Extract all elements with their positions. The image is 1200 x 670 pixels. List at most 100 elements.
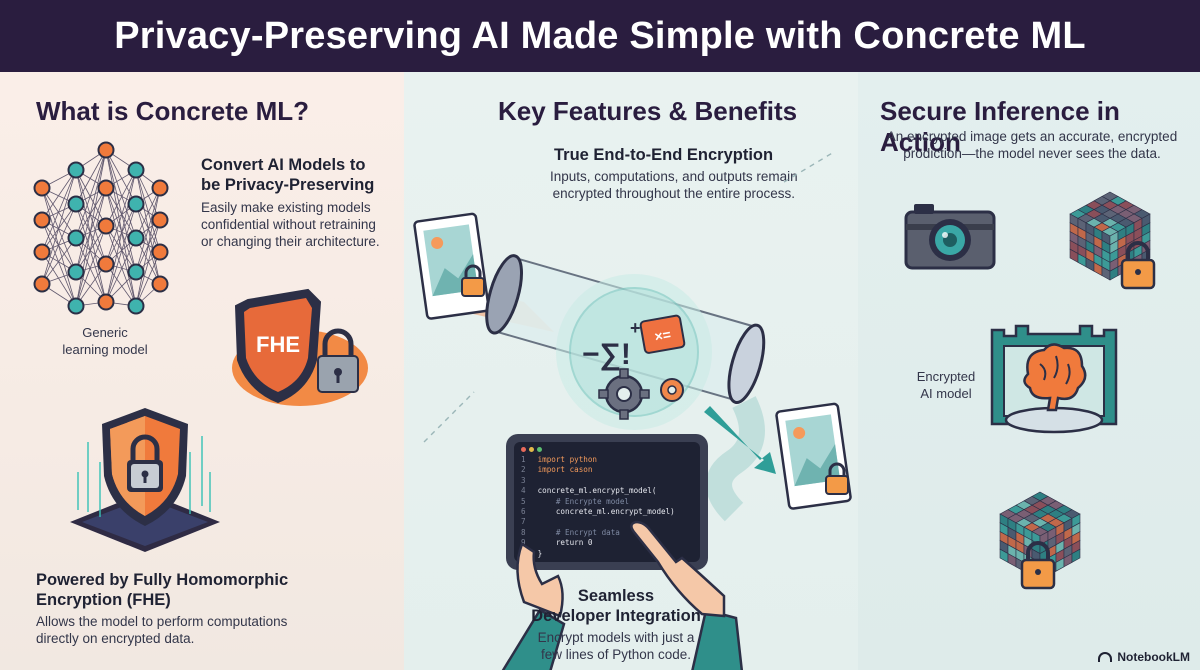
nn-connection <box>41 251 77 307</box>
window-dots <box>521 447 693 452</box>
nn-node <box>97 255 115 273</box>
nn-connection <box>75 149 107 239</box>
nn-connection <box>105 225 137 307</box>
hands-illustration <box>501 520 744 670</box>
panel-secure-inference: Secure Inference in Action An encrypted … <box>858 72 1200 670</box>
nn-connection <box>135 251 161 307</box>
nn-connection <box>41 169 77 253</box>
nn-connection <box>41 203 77 285</box>
nn-connection <box>105 149 137 307</box>
powered-body: Allows the model to perform computations… <box>36 614 288 646</box>
nn-connection <box>105 263 137 307</box>
nn-node <box>127 195 145 213</box>
nn-connection <box>135 187 161 273</box>
nn-node <box>151 243 169 261</box>
nn-connection <box>105 225 137 273</box>
nn-connection <box>105 203 137 265</box>
convert-heading: Convert AI Models to be Privacy-Preservi… <box>201 156 375 194</box>
nn-connection <box>75 187 107 307</box>
code-line: 2 import cason <box>521 465 693 475</box>
svg-text:+: + <box>630 318 641 338</box>
nn-node <box>67 161 85 179</box>
nn-connection <box>105 169 137 265</box>
code-line-number: 5 <box>521 496 526 506</box>
nn-node <box>97 179 115 197</box>
code-line: 4 concrete_ml.encrypt_model( <box>521 486 693 496</box>
e2e-heading: True End-to-End Encryption <box>554 146 774 164</box>
nn-node <box>151 275 169 293</box>
glowing-shield-icon <box>70 408 220 552</box>
nn-connection <box>105 169 137 303</box>
nn-connection <box>105 203 137 303</box>
nn-connection <box>135 237 161 285</box>
nn-connection <box>105 149 137 239</box>
panel-key-features: Key Features & Benefits True End-to-End … <box>404 72 858 670</box>
nn-connection <box>41 187 77 273</box>
nn-node <box>127 161 145 179</box>
code-line: 7 <box>521 517 693 527</box>
encryption-pipeline-illustration: −∑! + ×= <box>413 151 852 522</box>
nn-node <box>97 293 115 311</box>
nn-node <box>151 211 169 229</box>
code-line: 5 # Encrypte model <box>521 497 693 507</box>
model-caption: Generic learning model <box>62 325 148 357</box>
code-line: 6 concrete_ml.encrypt_model) <box>521 507 693 517</box>
nn-connection <box>75 169 107 303</box>
code-line-number: 1 <box>521 455 526 464</box>
encrypted-model-caption: Encrypted AI model <box>916 369 976 401</box>
code-line: 3 <box>521 476 693 486</box>
header-banner: Privacy-Preserving AI Made Simple with C… <box>0 0 1200 72</box>
powered-heading: Powered by Fully Homomorphic Encryption … <box>36 571 289 609</box>
nn-connection <box>75 225 107 307</box>
code-line-text: # Encrypte model <box>533 496 630 506</box>
code-line-number: 7 <box>521 517 526 527</box>
nn-connection <box>75 169 107 265</box>
nn-connection <box>41 169 77 221</box>
nn-connection <box>135 169 161 221</box>
fhe-label: FHE <box>256 332 300 357</box>
dev-body: Encrypt models with just a few lines of … <box>537 630 695 662</box>
code-line-text: concrete_ml.encrypt_model) <box>533 507 675 517</box>
nn-connection <box>135 203 161 285</box>
code-line-number: 4 <box>521 486 526 496</box>
code-line-number: 6 <box>521 507 526 517</box>
nn-node <box>127 229 145 247</box>
fhe-shield-icon: FHE <box>232 288 368 406</box>
nn-node <box>151 179 169 197</box>
code-line-number: 2 <box>521 465 526 475</box>
nn-connection <box>135 219 161 307</box>
nn-connection <box>135 203 161 253</box>
nn-connection <box>135 187 161 307</box>
nn-connection <box>41 219 77 273</box>
nn-connection <box>75 169 107 227</box>
nn-node <box>67 229 85 247</box>
nn-node <box>67 263 85 281</box>
page-title: Privacy-Preserving AI Made Simple with C… <box>114 14 1086 57</box>
nn-node <box>97 141 115 159</box>
dev-heading: Seamless Developer Integration <box>531 587 701 625</box>
nn-connection <box>41 219 77 307</box>
nn-node <box>127 263 145 281</box>
nn-connection <box>75 187 107 239</box>
nn-connection <box>105 237 137 303</box>
code-line-text: import cason <box>533 465 593 475</box>
nn-connection <box>75 203 107 265</box>
notebooklm-icon <box>1098 652 1113 662</box>
nn-connection <box>105 149 137 273</box>
nn-connection <box>105 149 137 205</box>
nn-connection <box>105 187 137 239</box>
nn-connection <box>75 263 107 307</box>
right-panel-title: Secure Inference in Action <box>880 96 1120 157</box>
cube-tile <box>1071 548 1081 563</box>
middle-panel-title: Key Features & Benefits <box>498 96 798 126</box>
code-line-text: concrete_ml.encrypt_model( <box>533 486 657 496</box>
svg-text:×=: ×= <box>653 326 672 345</box>
nn-connection <box>41 169 77 285</box>
code-line-number: 3 <box>521 475 526 485</box>
math-symbols: −∑! <box>582 338 631 371</box>
convert-body: Easily make existing models confidential… <box>201 200 380 249</box>
nn-connection <box>105 169 137 227</box>
nn-node <box>67 195 85 213</box>
